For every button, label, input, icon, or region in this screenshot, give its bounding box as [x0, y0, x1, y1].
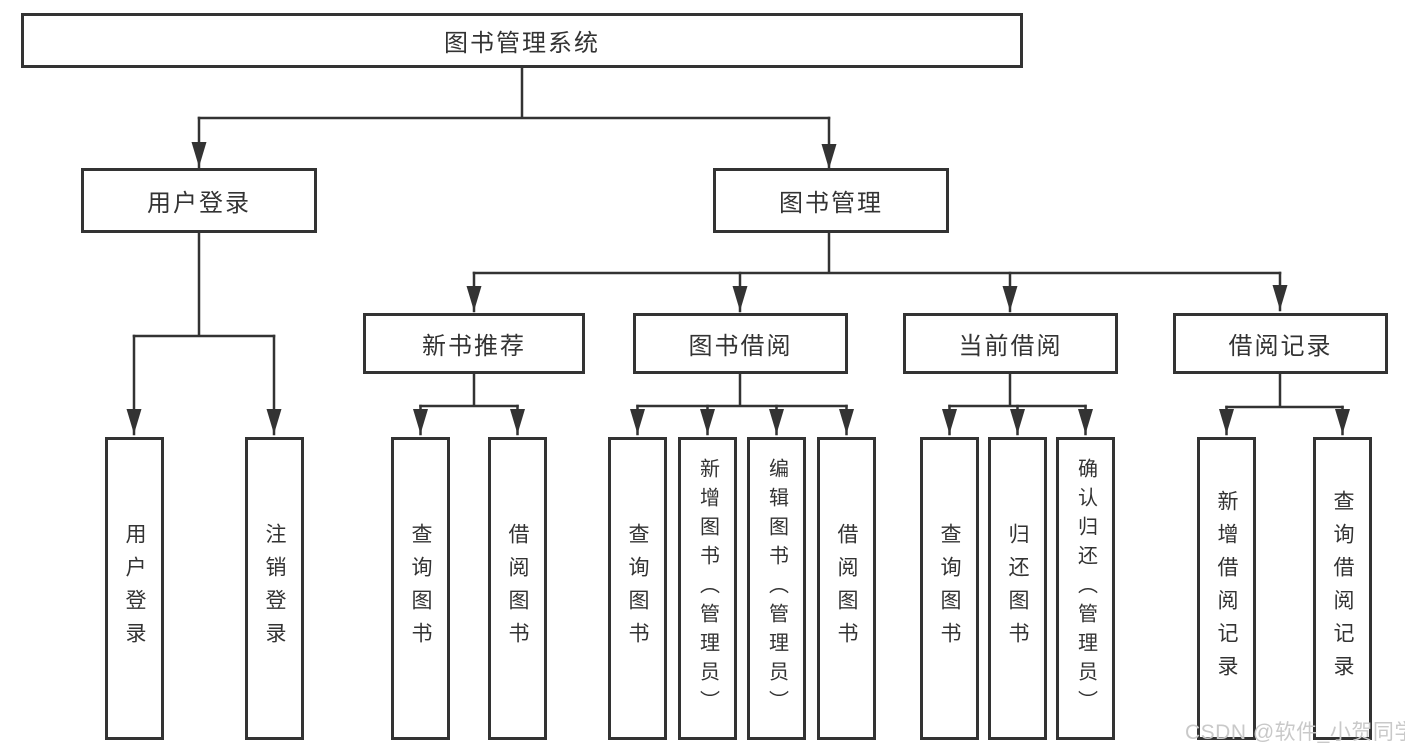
node-borrow-records-label: 借阅记录: [1228, 333, 1333, 360]
node-new-book-recommend: 新书推荐: [363, 313, 585, 374]
leaf-borrow-books: 借阅图书: [817, 437, 876, 740]
leaf-user-login: 用户登录: [105, 437, 164, 740]
node-user-login-label: 用户登录: [147, 190, 251, 217]
node-book-management-label: 图书管理: [779, 190, 883, 217]
leaf-query-books-borrow: 查询图书: [608, 437, 667, 740]
node-current-borrow-label: 当前借阅: [958, 333, 1063, 360]
node-book-borrow-label: 图书借阅: [688, 333, 793, 360]
node-library-management-system: 图书管理系统: [21, 13, 1023, 68]
node-current-borrow: 当前借阅: [903, 313, 1118, 374]
leaf-borrow-books-recommend: 借阅图书: [488, 437, 547, 740]
leaf-add-books-admin: 新增图书（管理员）: [678, 437, 737, 740]
node-user-login: 用户登录: [81, 168, 317, 233]
leaf-logout-login: 注销登录: [245, 437, 304, 740]
leaf-query-books-recommend: 查询图书: [391, 437, 450, 740]
leaf-edit-books-admin: 编辑图书（管理员）: [747, 437, 806, 740]
node-book-borrow: 图书借阅: [633, 313, 848, 374]
leaf-return-books: 归还图书: [988, 437, 1047, 740]
leaf-query-books-current: 查询图书: [920, 437, 979, 740]
node-borrow-records: 借阅记录: [1173, 313, 1388, 374]
leaf-query-borrow-record: 查询借阅记录: [1313, 437, 1372, 740]
csdn-watermark: CSDN @软件_小贺同学: [1185, 721, 1405, 744]
node-book-management: 图书管理: [713, 168, 949, 233]
leaf-confirm-return-admin: 确认归还（管理员）: [1056, 437, 1115, 740]
node-library-management-system-label: 图书管理系统: [444, 30, 600, 57]
leaf-add-borrow-record: 新增借阅记录: [1197, 437, 1256, 740]
node-new-book-recommend-label: 新书推荐: [422, 333, 526, 360]
